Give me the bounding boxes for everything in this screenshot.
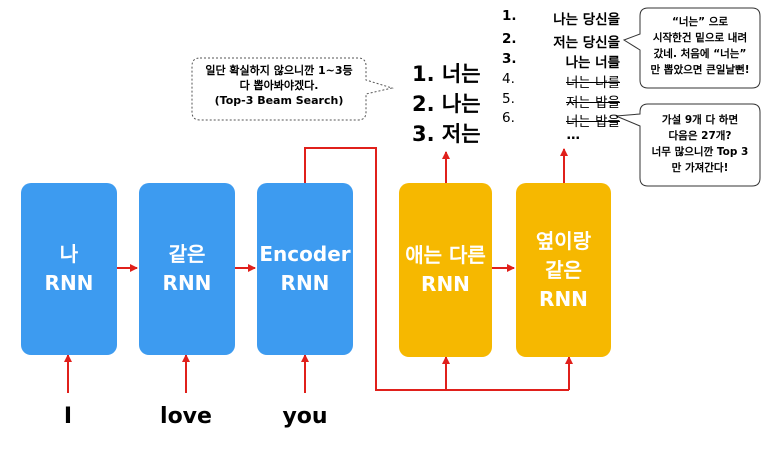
decoder-box-1-line2: RNN xyxy=(421,272,470,296)
list-ellipsis: … xyxy=(566,127,581,143)
bubble-left-shape xyxy=(191,57,394,121)
bubble-left-line2: 다 뽑아봐야겠다. xyxy=(239,79,319,92)
bubble-top-right-text: “너는” 으로 시작한건 밑으로 내려 갔네. 처음에 “너는” 만 뽑았으면 … xyxy=(642,14,758,78)
candidate-1: 1. 너는 xyxy=(412,62,481,86)
encoder-box-2-line2: RNN xyxy=(162,271,212,295)
encoder-box-3: Encoder RNN xyxy=(257,183,353,355)
bubble-mr-line2: 다음은 27개? xyxy=(668,130,732,142)
list-text-1: 나는 당신을 xyxy=(553,12,620,28)
list-text-6: 너는 밥을 xyxy=(566,114,620,130)
encoder-box-1-line2: RNN xyxy=(44,271,94,295)
encoder-box-3-line2: RNN xyxy=(280,271,330,295)
encoder-box-2: 같은 RNN xyxy=(139,183,235,355)
bubble-left-text: 일단 확실하지 않으니깐 1~3등 다 뽑아봐야겠다. (Top-3 Beam … xyxy=(194,63,364,108)
bubble-tr-line3: 갔네. 처음에 “너는” xyxy=(653,48,747,60)
bubble-left-line3: (Top-3 Beam Search) xyxy=(214,94,344,107)
list-text-4: 너는 나를 xyxy=(566,75,620,91)
list-num-6: 6. xyxy=(502,110,515,126)
decoder-box-2-line3: RNN xyxy=(539,286,588,311)
candidate-3: 3. 저는 xyxy=(412,122,481,146)
encoder-box-1: 나 RNN xyxy=(21,183,117,355)
list-text-2: 저는 당신을 xyxy=(553,35,620,51)
bubble-mid-right-shape xyxy=(615,103,761,187)
bubble-mr-line3: 너무 많으니깐 Top 3 xyxy=(651,146,749,158)
decoder-box-2-line2: 같은 xyxy=(545,257,582,282)
input-word-you: you xyxy=(282,404,328,429)
bubble-mr-line4: 만 가져간다! xyxy=(671,162,729,174)
bubble-tr-line4: 만 뽑았으면 큰일날뻔! xyxy=(650,64,750,76)
list-num-5: 5. xyxy=(502,91,515,107)
encoder-to-decoder-path xyxy=(304,147,569,391)
encoder-box-3-line1: Encoder xyxy=(259,242,351,266)
bubble-tr-line1: “너는” 으로 xyxy=(671,16,729,28)
list-num-2: 2. xyxy=(502,31,517,47)
list-num-3: 3. xyxy=(502,51,517,67)
list-text-3: 나는 너를 xyxy=(565,55,620,71)
input-word-i: I xyxy=(63,404,73,429)
list-num-4: 4. xyxy=(502,71,515,87)
decoder-box-1-line1: 애는 다른 xyxy=(405,243,486,267)
decoder-box-2-line1: 옆이랑 xyxy=(535,228,592,253)
candidate-2: 2. 나는 xyxy=(412,92,481,116)
list-num-1: 1. xyxy=(502,8,517,24)
bubble-left-line1: 일단 확실하지 않으니깐 1~3등 xyxy=(205,64,353,77)
list-text-5: 저는 밥을 xyxy=(566,95,620,111)
decoder-box-1: 애는 다른 RNN xyxy=(399,183,492,357)
decoder-box-2: 옆이랑 같은 RNN xyxy=(516,183,611,357)
input-word-love: love xyxy=(160,404,212,429)
bubble-tr-line2: 시작한건 밑으로 내려 xyxy=(652,32,748,44)
encoder-box-2-line1: 같은 xyxy=(168,242,206,266)
bubble-mid-right-text: 가설 9개 다 하면 다음은 27개? 너무 많으니깐 Top 3 만 가져간다… xyxy=(642,112,758,176)
encoder-box-1-line1: 나 xyxy=(59,242,79,266)
bubble-mr-line1: 가설 9개 다 하면 xyxy=(661,114,739,126)
bubble-top-right-shape xyxy=(622,7,761,89)
